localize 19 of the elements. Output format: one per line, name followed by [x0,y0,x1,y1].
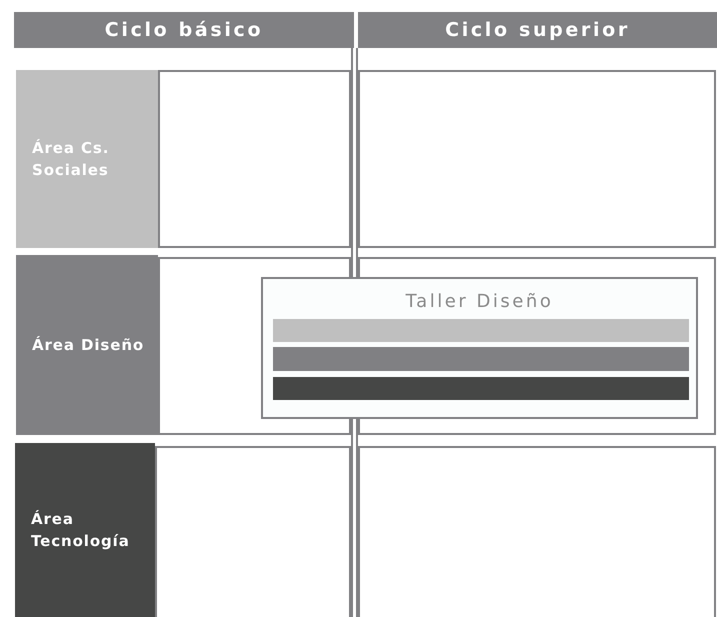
panel-title: Taller Diseño [406,291,554,312]
grid-cell [358,446,716,617]
bar [273,347,689,371]
column-header [358,12,717,48]
grid-cell [158,70,351,248]
column-heading: Ciclo básico [104,18,264,43]
column-header [14,12,354,48]
workshop-panel [261,277,698,419]
area-label: Área Cs. Sociales [32,138,110,181]
area-label-box [16,70,158,248]
area-label: Área Diseño [32,335,144,356]
bar [273,377,689,400]
grid-cell [358,70,716,248]
area-label-box [15,443,155,617]
grid-cell [155,446,351,617]
area-label-box [16,255,158,435]
area-label: Área Tecnología [31,509,131,552]
bar [273,319,689,342]
column-heading: Ciclo superior [445,18,630,43]
